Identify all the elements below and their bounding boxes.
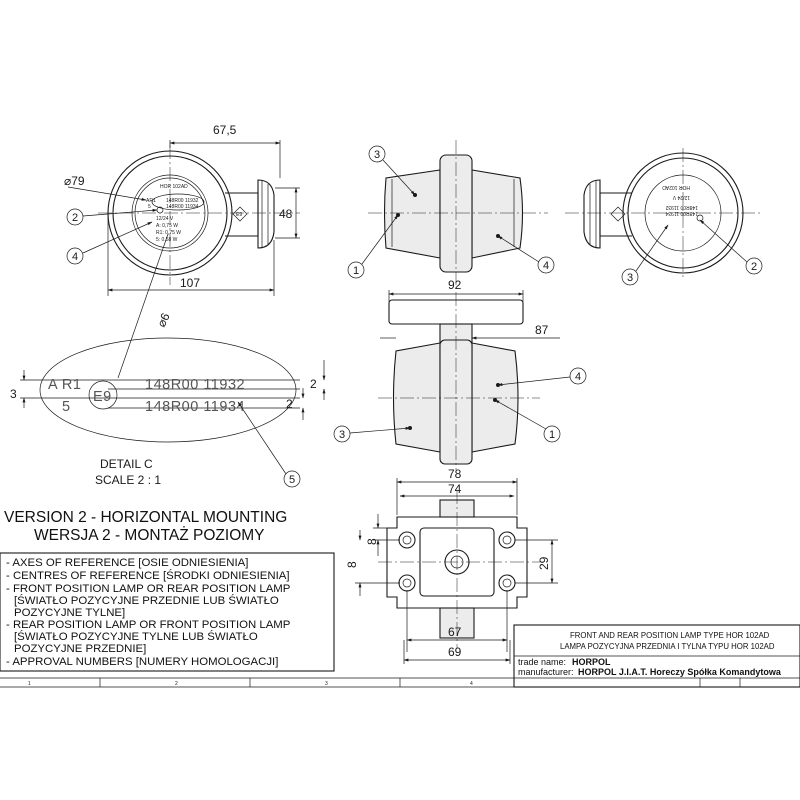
dim-92: 92: [448, 278, 462, 292]
callout-2-rear: 2: [751, 261, 757, 273]
front-view-left: E9 HOR 102AD AR1 148R00 11932 5 148R00 1…: [64, 123, 300, 379]
detail-dim-2-bot: 2: [286, 397, 293, 411]
face-line1: AR1: [146, 198, 156, 204]
trade-value: HORPOL: [572, 657, 611, 667]
side-lens: [257, 179, 275, 249]
detail-line1: A R1: [48, 377, 81, 393]
title-block: FRONT AND REAR POSITION LAMP TYPE HOR 10…: [513, 624, 800, 688]
dim-87: 87: [535, 323, 549, 337]
manufacturer-value: HORPOL J.I.A.T. Horeczy Spółka Komandyto…: [578, 667, 782, 677]
legend-line-8: POZYCYJNE PRZEDNIE]: [14, 643, 146, 655]
face-model: HOR 102AD: [160, 184, 188, 190]
callout-4-mount: 4: [575, 371, 581, 383]
svg-text:148R00 11934: 148R00 11934: [665, 210, 698, 216]
callout-3-rear: 3: [627, 272, 633, 284]
svg-text:12/24 V: 12/24 V: [672, 194, 690, 200]
detail-dim-2-top: 2: [310, 377, 317, 391]
mounted-view-middle: 92 87 4 1 3: [333, 278, 587, 470]
trade-label: trade name:: [518, 657, 566, 667]
dim-dia-79: ⌀79: [64, 174, 85, 188]
dim-48: 48: [279, 207, 293, 221]
detail-title: DETAIL C: [100, 457, 153, 471]
detail-e-mark: E9: [93, 389, 112, 405]
zone-4: 4: [470, 681, 473, 687]
zone-2: 2: [175, 681, 178, 687]
detail-code2: 148R00 11934: [145, 399, 245, 415]
legend-line-3: - FRONT POSITION LAMP OR REAR POSITION L…: [6, 583, 290, 595]
zone-3: 3: [325, 681, 328, 687]
legend-line-7: [ŚWIATŁO POZYCYJNE TYLNE LUB ŚWIATŁO: [14, 630, 258, 643]
svg-text:E9: E9: [236, 212, 242, 218]
dim-107: 107: [180, 276, 200, 290]
face-rating2: A: 0,75 W: [156, 223, 178, 229]
legend-line-9: - APPROVAL NUMBERS [NUMERY HOMOLOGACJI]: [6, 656, 278, 668]
legend-line-2: - CENTRES OF REFERENCE [ŚRODKI ODNIESIEN…: [6, 569, 290, 582]
dim-8-a: 8: [365, 538, 379, 545]
callout-3-mount: 3: [339, 429, 345, 441]
face-rating1: 12/24 V: [156, 216, 174, 222]
dim-67-5: 67,5: [213, 123, 237, 137]
legend-line-5: POZYCYJNE TYLNE]: [14, 607, 125, 619]
side-view-top: 3 1 4: [347, 140, 555, 285]
dim-78: 78: [448, 467, 462, 481]
legend-line-4: [ŚWIATŁO POZYCYJNE PRZEDNIE LUB ŚWIATŁO: [14, 594, 279, 607]
detail-line2: 5: [62, 399, 71, 415]
e-mark-circle-icon: [88, 380, 118, 410]
base-view-bottom: 78 74 8 8 29 67 69: [345, 467, 558, 664]
face-code1: 148R00 11932: [166, 198, 199, 204]
callout-1-mount: 1: [549, 429, 555, 441]
dim-dia-6: ⌀6: [154, 310, 173, 329]
svg-text:148R00 11932: 148R00 11932: [665, 204, 698, 210]
callout-4-side: 4: [543, 260, 549, 272]
title-en: FRONT AND REAR POSITION LAMP TYPE HOR 10…: [570, 631, 770, 640]
svg-text:HOR 102AD: HOR 102AD: [662, 184, 690, 190]
orientation-mark-icon: [232, 206, 248, 222]
legend-line-6: - REAR POSITION LAMP OR FRONT POSITION L…: [6, 619, 290, 631]
frame-zone-strip: 1 2 3 4: [0, 677, 800, 688]
callout-2-front: 2: [72, 212, 78, 224]
dim-29: 29: [537, 556, 551, 570]
title-pl: LAMPA POZYCYJNA PRZEDNIA I TYLNA TYPU HO…: [560, 642, 775, 651]
zone-1: 1: [28, 681, 31, 687]
callout-5-detail: 5: [289, 474, 295, 486]
orientation-mark-rear-icon: [610, 206, 626, 222]
manufacturer-label: manufacturer:: [518, 667, 574, 677]
dim-67: 67: [448, 625, 462, 639]
rear-view-right: HOR 102AD 12/24 V 148R00 11932 148R00 11…: [565, 148, 763, 286]
detail-ellipse: [39, 337, 297, 443]
detail-c: 3 2 2 A R1 5 E9 148R00 11932 148R00 1193…: [10, 337, 326, 488]
dim-8-b: 8: [345, 561, 359, 568]
face-rating3: R1: 0,75 W: [156, 230, 181, 236]
dim-74: 74: [448, 482, 462, 496]
legend-line-1: - AXES OF REFERENCE [OSIE ODNIESIENIA]: [6, 557, 248, 569]
version-heading-en: VERSION 2 - HORIZONTAL MOUNTING: [4, 509, 287, 526]
callout-3-side: 3: [374, 149, 380, 161]
face-code2: 148R00 11934: [166, 204, 199, 210]
callout-1-side: 1: [353, 265, 359, 277]
face-line2: 5: [148, 204, 151, 210]
legend-table: - AXES OF REFERENCE [OSIE ODNIESIENIA] -…: [0, 552, 335, 672]
face-rating4: 5: 0,58 W: [156, 237, 178, 243]
detail-scale: SCALE 2 : 1: [95, 473, 161, 487]
detail-code1: 148R00 11932: [145, 377, 245, 393]
dim-69: 69: [448, 645, 462, 659]
version-heading-pl: WERSJA 2 - MONTAŻ POZIOMY: [34, 526, 265, 544]
callout-4-front: 4: [72, 251, 78, 263]
detail-dim-3: 3: [10, 387, 17, 401]
